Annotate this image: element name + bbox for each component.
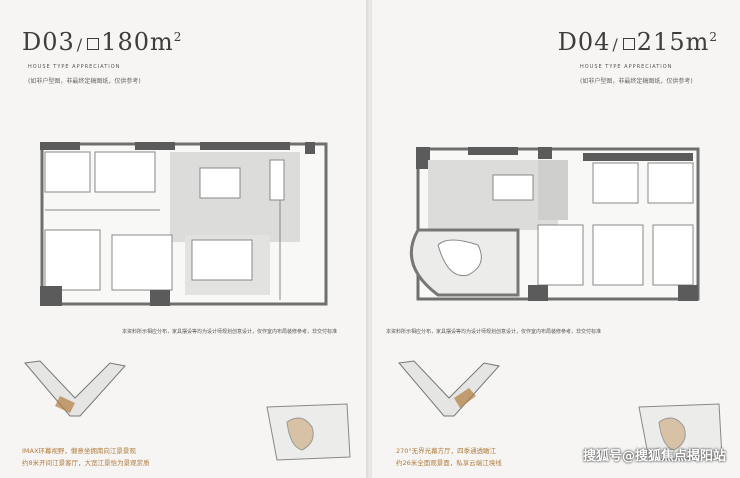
unit-area: 215m	[636, 28, 710, 56]
reference-note: (如非户型图，非最终定稿图纸，仅供参考)	[580, 78, 693, 85]
disclaimer-text: 本资料所示相应分布，家具摆设等均为设计师规划创意设计，仅作室内布局装修参考，非交…	[122, 329, 338, 335]
feature-caption-d04: 270°无界光幕方厅，四季通透瞰江 约26米全面观景面，私享云端江境线	[396, 446, 502, 469]
watermark-text: 搜狐号@搜狐焦点揭阳站	[582, 449, 726, 464]
area-superscript: 2	[709, 30, 718, 44]
site-map-d04	[638, 403, 723, 461]
building-keymap-d04	[398, 360, 500, 417]
left-page: D03/180m2 HOUSE TYPE APPRECIATION (如非户型图…	[0, 0, 368, 478]
caption-line-1: IMAX环幕视野，懒意坐拥南向江景景观	[22, 447, 136, 455]
disclaimer-text: 本资料所示相应分布，家具摆设等均为设计师规划创意设计，仅作室内布局装修参考，非交…	[386, 329, 602, 335]
building-keymap-d03	[24, 360, 126, 417]
caption-line-1: 270°无界光幕方厅，四季通透瞰江	[396, 447, 497, 455]
right-page: D04/215m2 HOUSE TYPE APPRECIATION (如非户型图…	[372, 0, 740, 478]
area-icon	[622, 37, 635, 50]
unit-code: D03	[22, 28, 75, 56]
house-type-subtitle: HOUSE TYPE APPRECIATION	[28, 64, 121, 70]
floor-plan-d04	[409, 147, 700, 301]
caption-line-2: 约8米开间江景客厅，大宽江景恰为景观赏质	[22, 458, 150, 467]
feature-caption-d03: IMAX环幕视野，懒意坐拥南向江景景观 约8米开间江景客厅，大宽江景恰为景观赏质	[22, 446, 150, 469]
unit-title-d03: D03/180m2	[22, 28, 183, 56]
book-spine	[366, 0, 374, 478]
area-superscript: 2	[173, 30, 183, 44]
unit-code: D04	[557, 28, 611, 56]
unit-title-d04: D04/215m2	[557, 28, 718, 56]
caption-line-2: 约26米全面观景面，私享云端江境线	[396, 458, 502, 467]
area-icon	[87, 37, 100, 50]
reference-note: (如非户型图，非最终定稿图纸，仅供参考)	[28, 78, 141, 85]
floor-plan-d03	[40, 142, 328, 306]
site-map-d03	[266, 403, 351, 461]
house-type-subtitle: HOUSE TYPE APPRECIATION	[580, 64, 673, 70]
unit-area: 180m	[101, 28, 174, 56]
